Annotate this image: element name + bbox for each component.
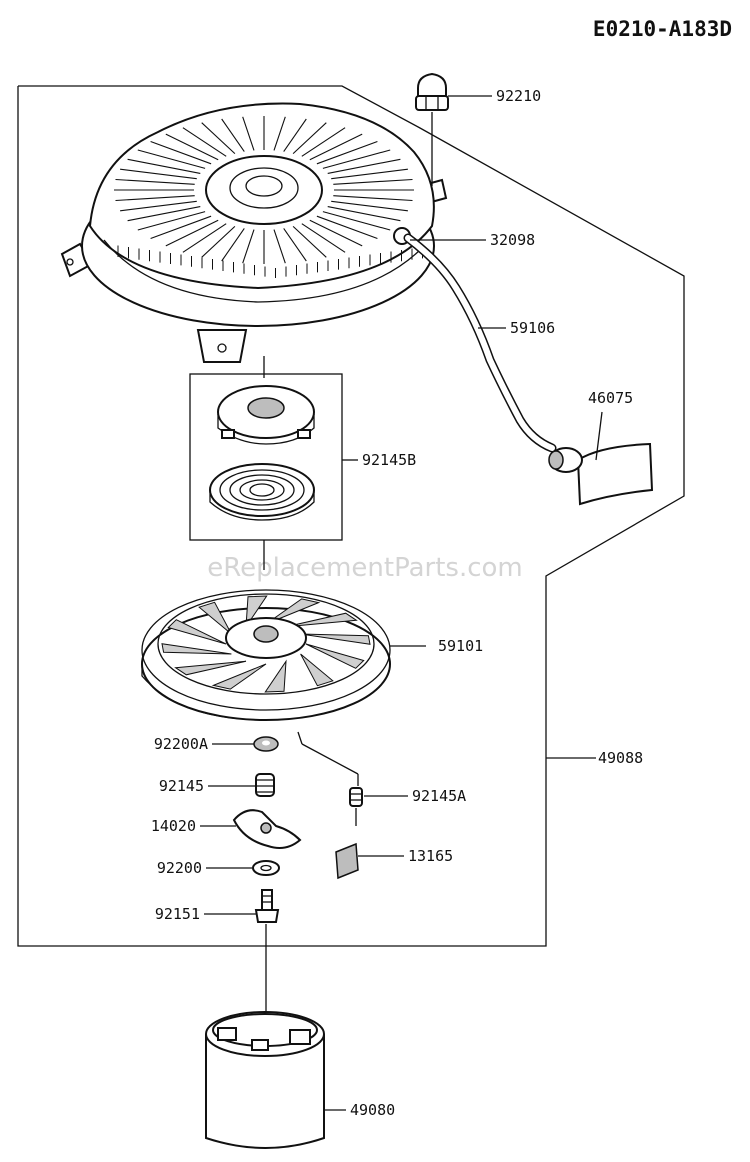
diagram-code: E0210-A183D: [593, 17, 732, 41]
starter-housing-32098: [60, 102, 448, 363]
ratchet-14020: [232, 809, 302, 849]
callout-13165: 13165: [408, 847, 453, 865]
callout-49088: 49088: [598, 749, 643, 767]
drum-49080: [205, 1011, 325, 1149]
assembly-outline: [17, 85, 685, 947]
nut-92200A: [253, 736, 279, 752]
spring-case: [217, 385, 315, 445]
spring-kit-box: [189, 373, 343, 541]
callout-59106: 59106: [510, 319, 555, 337]
spiral-spring: [209, 463, 315, 521]
bolt-92151: [254, 889, 280, 923]
cap-nut-92210: [415, 72, 449, 111]
starter-rope-59106: [403, 233, 557, 453]
handle-46075: [548, 442, 654, 506]
spring-92145: [255, 773, 275, 797]
callout-92200: 92200: [157, 859, 202, 877]
reel-59101: [141, 589, 391, 721]
watermark: eReplacementParts.com: [207, 553, 523, 583]
callout-32098: 32098: [490, 231, 535, 249]
callout-14020: 14020: [151, 817, 196, 835]
washer-92200: [252, 860, 280, 876]
callout-49080: 49080: [350, 1101, 395, 1119]
callout-92145B: 92145B: [362, 451, 416, 469]
callout-92210: 92210: [496, 87, 541, 105]
callout-92151: 92151: [155, 905, 200, 923]
plate-13165: [335, 842, 359, 880]
spring-92145A: [349, 787, 363, 807]
callout-92145A: 92145A: [412, 787, 466, 805]
callout-46075: 46075: [588, 389, 633, 407]
leader-46075: [595, 411, 603, 461]
callout-92145: 92145: [159, 777, 204, 795]
callout-92200A: 92200A: [154, 735, 208, 753]
callout-59101: 59101: [438, 637, 483, 655]
